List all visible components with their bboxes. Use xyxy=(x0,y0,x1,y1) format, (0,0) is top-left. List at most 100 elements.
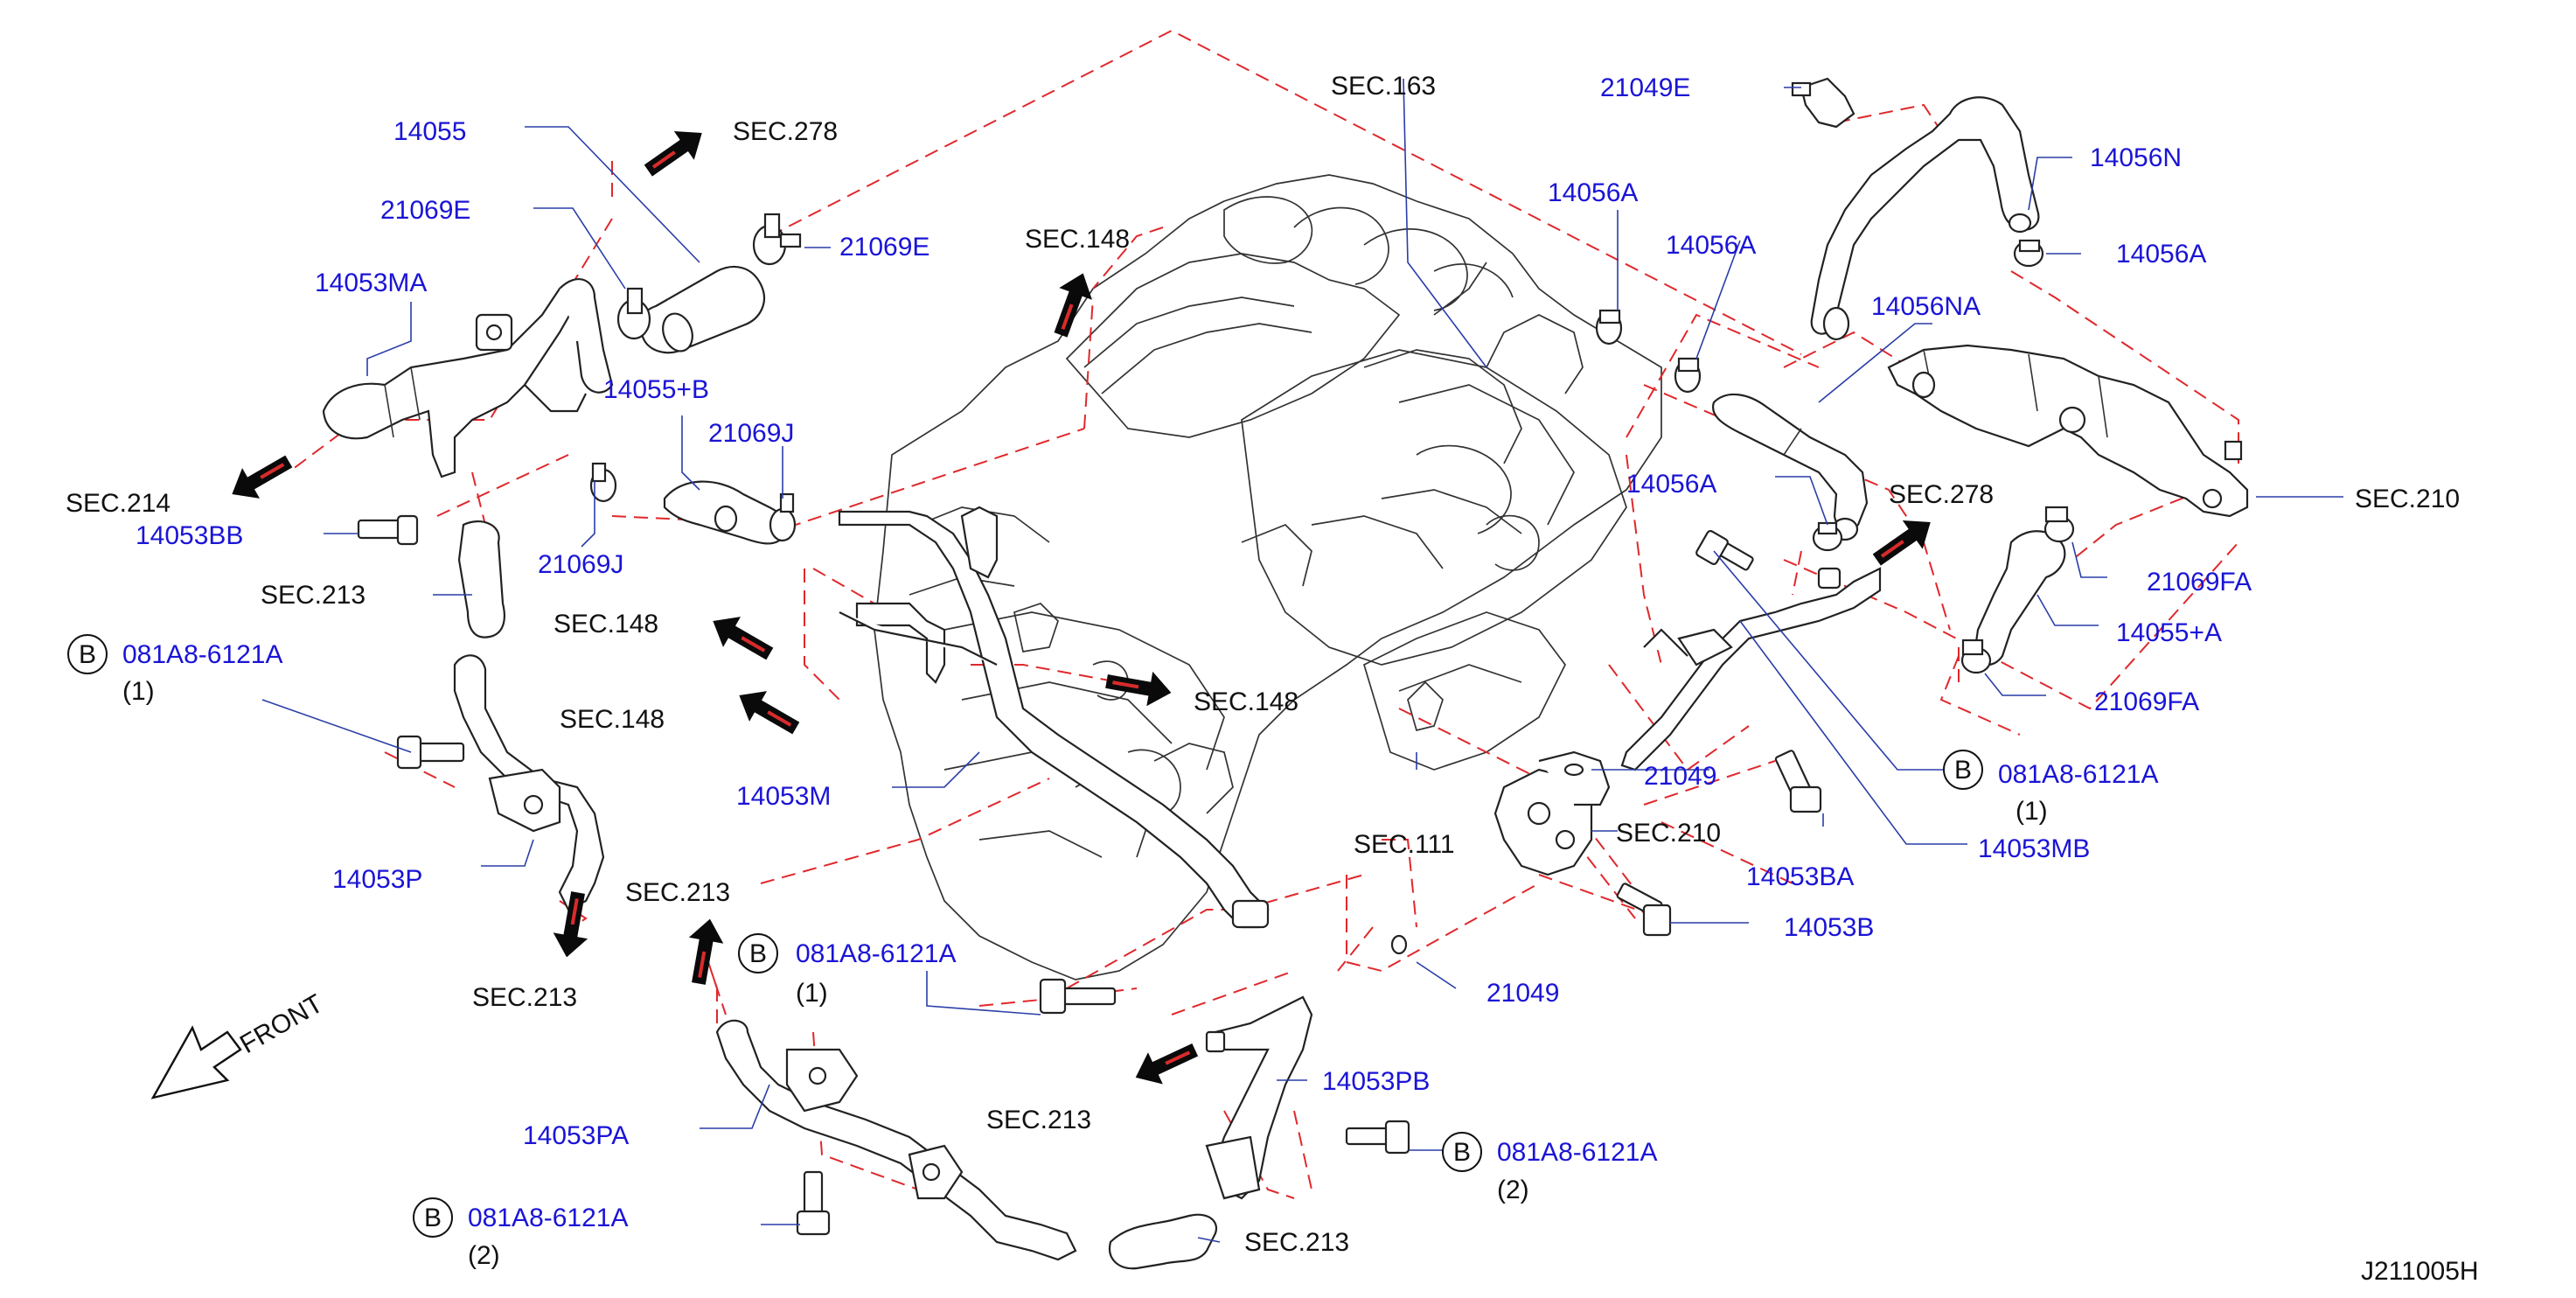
pipe-14053PA[interactable] xyxy=(715,1019,1077,1261)
sec-213-pb[interactable]: SEC.213 xyxy=(986,1106,1091,1134)
hose-14055[interactable] xyxy=(639,265,765,355)
label-081A8-lower-right[interactable]: 081A8-6121A xyxy=(1497,1138,1658,1167)
sec-148-left1[interactable]: SEC.148 xyxy=(553,610,658,639)
bolt-14053B[interactable] xyxy=(1616,883,1672,937)
label-081A8-left[interactable]: 081A8-6121A xyxy=(122,640,283,669)
label-081A8-center[interactable]: 081A8-6121A xyxy=(796,939,957,968)
label-14053B[interactable]: 14053B xyxy=(1784,913,1874,942)
clamp-21069J-right[interactable] xyxy=(769,492,797,542)
leader-lines xyxy=(261,78,2343,1243)
label-21069J-upper[interactable]: 21069J xyxy=(708,419,794,448)
label-21069FA-upper[interactable]: 21069FA xyxy=(2147,568,2252,597)
label-14053PB[interactable]: 14053PB xyxy=(1322,1067,1430,1096)
clamp-14056A-mid[interactable] xyxy=(1674,357,1702,394)
clamp-14056A-upper[interactable] xyxy=(1595,309,1623,345)
label-14056NA[interactable]: 14056NA xyxy=(1871,292,1981,321)
sec-213-bottom[interactable]: SEC.213 xyxy=(1244,1228,1349,1257)
sec-148-left2[interactable]: SEC.148 xyxy=(560,705,665,734)
label-21069E-left[interactable]: 21069E xyxy=(380,196,470,225)
label-14053MA[interactable]: 14053MA xyxy=(315,269,427,297)
label-14056A-mid[interactable]: 14056A xyxy=(1666,231,1756,260)
arrow-sec213-pb xyxy=(1135,1043,1199,1085)
clamp-21069E-left[interactable] xyxy=(616,287,651,340)
sec-111[interactable]: SEC.111 xyxy=(1354,830,1455,859)
circle-b-2: B xyxy=(1954,756,1972,785)
label-081A8-bottom[interactable]: 081A8-6121A xyxy=(468,1204,629,1232)
hose-sec213-left[interactable] xyxy=(457,520,505,639)
oring-21049-lower[interactable] xyxy=(1390,934,1408,955)
label-14056N[interactable]: 14056N xyxy=(2090,143,2182,172)
sec-213-left[interactable]: SEC.213 xyxy=(261,581,366,610)
label-21049-upper[interactable]: 21049 xyxy=(1644,762,1716,791)
label-14053MB[interactable]: 14053MB xyxy=(1978,834,2090,863)
label-14053BA[interactable]: 14053BA xyxy=(1746,862,1854,891)
sec-213-mid[interactable]: SEC.213 xyxy=(625,878,730,907)
clamp-21069FA-upper[interactable] xyxy=(2043,506,2075,543)
bracket-14053PB[interactable] xyxy=(1205,995,1313,1200)
hose-14056NA[interactable] xyxy=(1711,393,1869,541)
hose-14055A[interactable] xyxy=(1973,530,2066,666)
qty-081A8-bottom: (2) xyxy=(468,1241,500,1270)
label-14053M[interactable]: 14053M xyxy=(736,782,831,811)
pipe-14053P[interactable] xyxy=(453,654,605,911)
pipe-14053MB[interactable] xyxy=(1620,567,1882,771)
label-14055A[interactable]: 14055+A xyxy=(2116,618,2222,647)
bolt-081A8-left[interactable] xyxy=(396,735,465,770)
circle-b-1: B xyxy=(79,640,96,669)
bolt-14053BA[interactable] xyxy=(1774,750,1822,813)
label-21069J-lower[interactable]: 21069J xyxy=(538,550,623,579)
clamp-14056A-right[interactable] xyxy=(2013,239,2044,268)
pipe-14053MA[interactable] xyxy=(322,278,614,478)
water-outlet-sec210[interactable] xyxy=(1493,750,1611,876)
arrow-sec148-left1 xyxy=(713,617,774,660)
label-081A8-right[interactable]: 081A8-6121A xyxy=(1998,760,2159,789)
pipe-14053M[interactable] xyxy=(838,506,1270,929)
sec-163[interactable]: SEC.163 xyxy=(1331,72,1436,101)
sec-213-low[interactable]: SEC.213 xyxy=(472,983,577,1012)
clamp-21069J-left[interactable] xyxy=(589,462,617,503)
clamp-14056A-lower[interactable] xyxy=(1812,521,1843,552)
bolt-081A8-center[interactable] xyxy=(1039,978,1117,1015)
circle-b-3: B xyxy=(749,939,767,968)
arrow-sec214 xyxy=(232,455,293,499)
label-14053PA[interactable]: 14053PA xyxy=(523,1121,629,1150)
label-14055B[interactable]: 14055+B xyxy=(603,375,709,404)
qty-081A8-center: (1) xyxy=(796,979,828,1008)
bolt-14053BB[interactable] xyxy=(357,514,419,546)
clamp-21069FA-lower[interactable] xyxy=(1960,639,1992,674)
hose-14055B[interactable] xyxy=(663,480,789,545)
label-21069E-right[interactable]: 21069E xyxy=(839,233,929,262)
clamp-21049E[interactable] xyxy=(1791,77,1855,129)
sec-210-mid[interactable]: SEC.210 xyxy=(1616,819,1721,848)
label-21049E[interactable]: 21049E xyxy=(1600,73,1690,102)
label-14056A-upper[interactable]: 14056A xyxy=(1548,178,1638,207)
label-21049-lower[interactable]: 21049 xyxy=(1486,979,1559,1008)
arrow-sec213-mid xyxy=(688,918,724,985)
sec-148-mid[interactable]: SEC.148 xyxy=(1194,687,1298,716)
hose-14056N[interactable] xyxy=(1810,96,2040,341)
bolt-081A8-bottom[interactable] xyxy=(796,1170,831,1236)
sec-214[interactable]: SEC.214 xyxy=(66,489,171,518)
label-14056A-right[interactable]: 14056A xyxy=(2116,240,2206,269)
oring-21049-upper[interactable] xyxy=(1563,763,1584,777)
pipe-sec210-assembly[interactable] xyxy=(1887,344,2249,518)
label-14053BB[interactable]: 14053BB xyxy=(136,521,243,550)
diagram-code: J211005H xyxy=(2361,1257,2479,1286)
circle-b-5: B xyxy=(424,1204,442,1232)
hose-sec213-bottom[interactable] xyxy=(1108,1213,1218,1270)
label-14056A-lower[interactable]: 14056A xyxy=(1626,470,1716,499)
label-14055[interactable]: 14055 xyxy=(393,117,466,146)
sec-278-top[interactable]: SEC.278 xyxy=(733,117,838,146)
arrow-sec278-right xyxy=(1872,520,1931,566)
label-21069FA-lower[interactable]: 21069FA xyxy=(2094,687,2199,716)
bolt-081A8-lower-right[interactable] xyxy=(1345,1120,1410,1155)
label-14053P[interactable]: 14053P xyxy=(332,865,422,894)
clamp-21069E-right[interactable] xyxy=(752,213,802,266)
bolt-081A8-right[interactable] xyxy=(1695,530,1754,571)
sec-148-top[interactable]: SEC.148 xyxy=(1025,225,1130,254)
part-labels: 14055 21069E 21069E 14053MA 14055+B 2106… xyxy=(122,73,2252,1270)
sec-278-right[interactable]: SEC.278 xyxy=(1889,480,1994,509)
arrow-sec213-left xyxy=(553,891,588,958)
sec-210-right[interactable]: SEC.210 xyxy=(2355,485,2460,513)
